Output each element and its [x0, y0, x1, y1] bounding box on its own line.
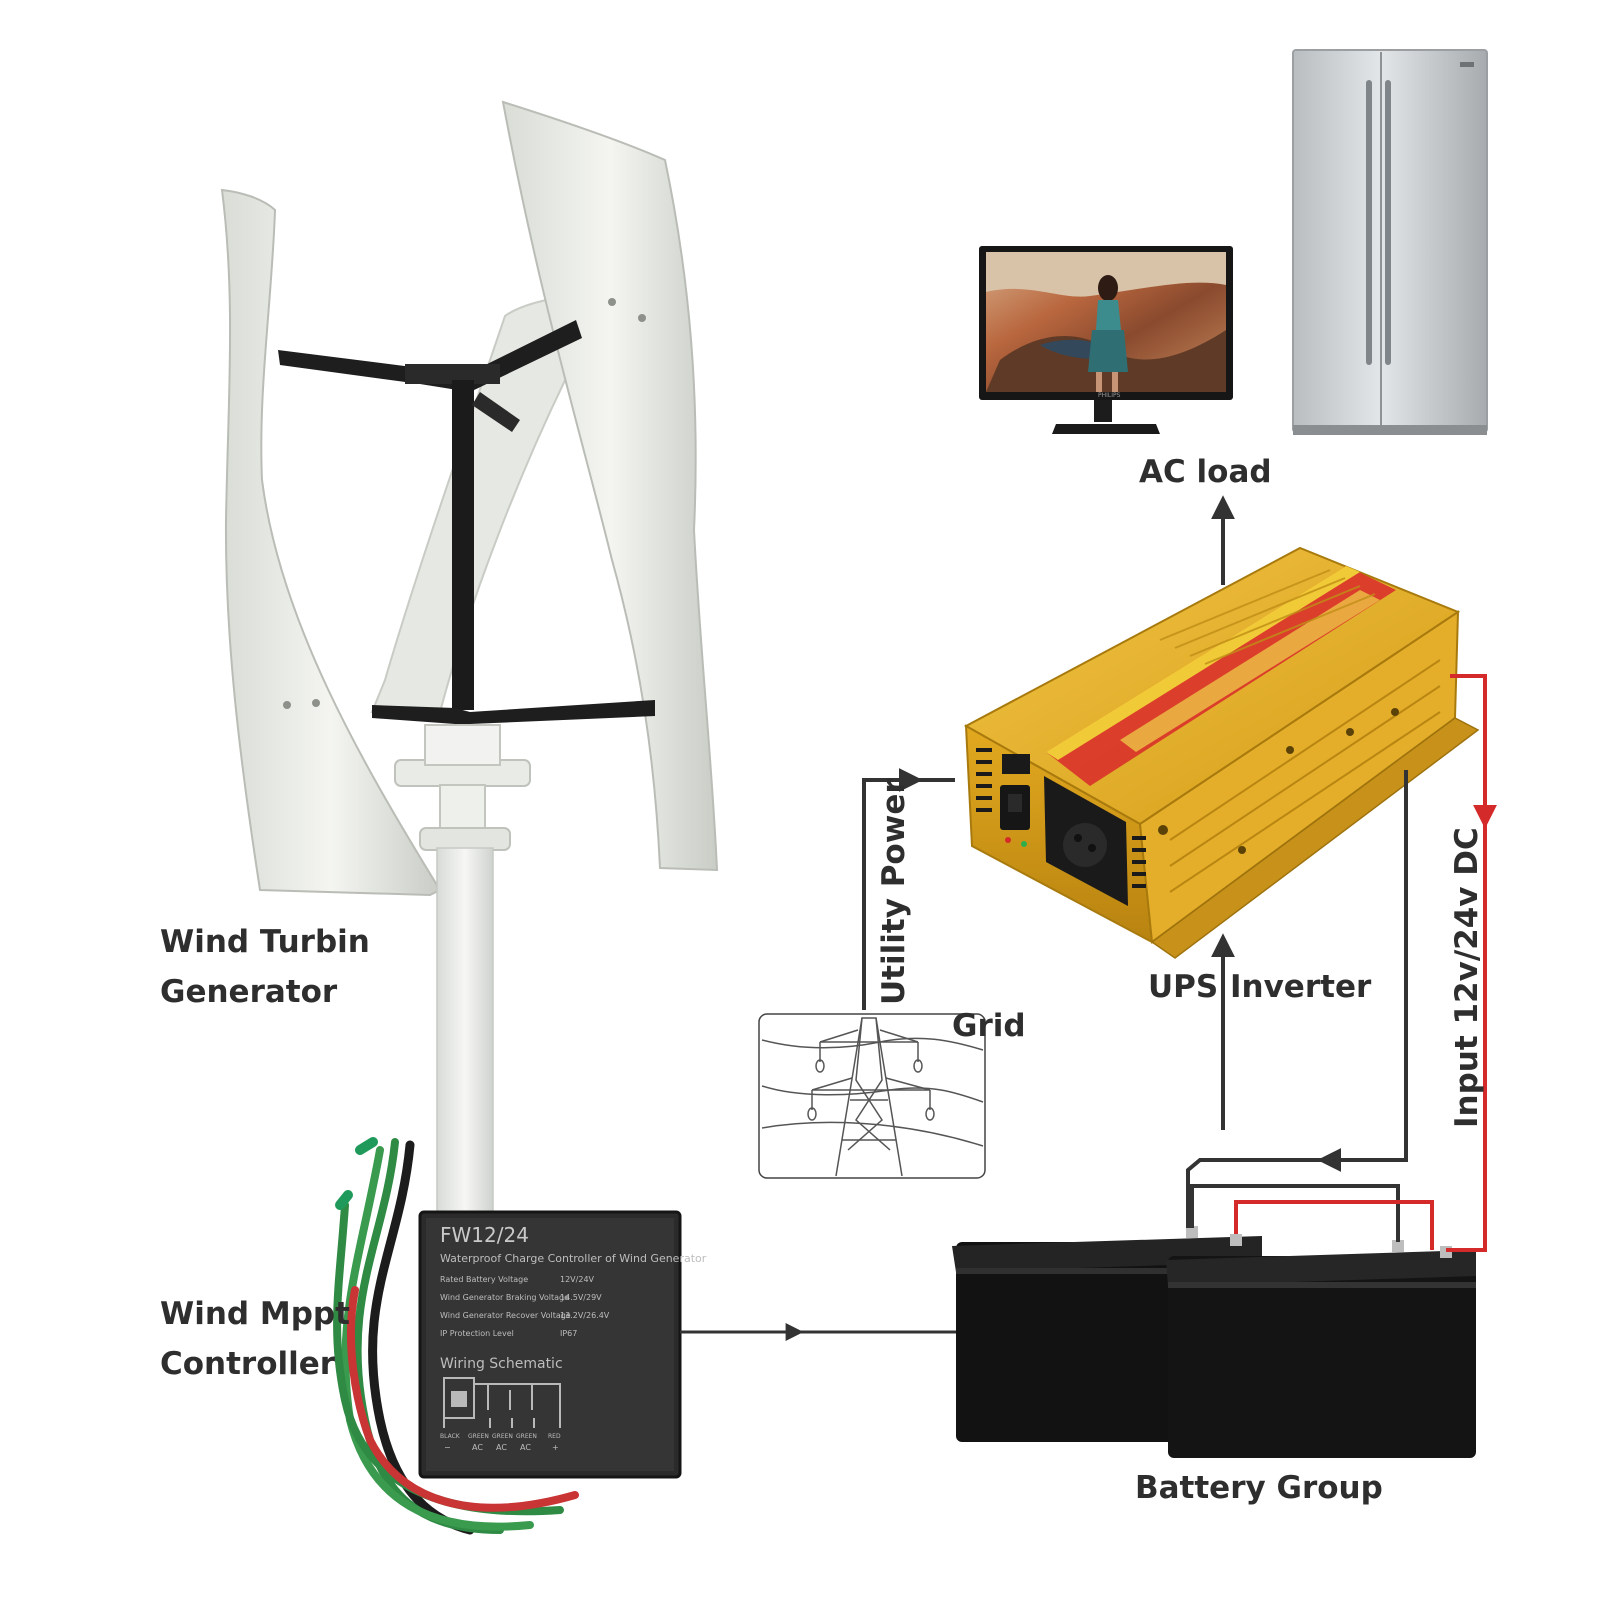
controller-schematic-title: Wiring Schematic — [440, 1356, 563, 1372]
wind-turbine-label: Wind Turbin — [160, 924, 370, 960]
controller-spec-name: Wind Generator Braking Voltage — [440, 1293, 569, 1302]
controller-terminal-name: BLACK — [440, 1433, 461, 1440]
battery-link-red-wire — [1234, 1200, 1434, 1250]
controller-spec-value: IP67 — [560, 1329, 577, 1338]
turbine-pole — [436, 847, 494, 1219]
utility-power-label: Utility Power — [876, 778, 912, 1005]
monitor-brand-text: PHILIPS — [1098, 392, 1121, 399]
controller-terminal-sign: AC — [472, 1443, 483, 1452]
generator-label: Generator — [160, 974, 338, 1010]
wind-mppt-controller-device: FW12/24 Waterproof Charge Controller of … — [418, 1210, 707, 1479]
battery-group-illustration — [952, 1226, 1476, 1458]
battery-group-label: Battery Group — [1135, 1470, 1383, 1506]
refrigerator-illustration — [1292, 49, 1488, 435]
grid-tower-illustration — [758, 1013, 986, 1179]
controller-terminal-sign: AC — [496, 1443, 507, 1452]
utility-power-line — [862, 778, 955, 1010]
controller-terminal-name: GREEN — [516, 1433, 537, 1440]
controller-spec-name: Wind Generator Recover Voltage — [440, 1311, 571, 1320]
input-dc-label: Input 12v/24v DC — [1449, 827, 1485, 1128]
controller-spec-value: 13.2V/26.4V — [560, 1311, 610, 1320]
controller-terminal-sign: − — [444, 1443, 451, 1452]
connection-lines — [680, 495, 1497, 1341]
controller-spec-value: 12V/24V — [560, 1275, 595, 1284]
turbine-shaft — [452, 380, 474, 710]
controller-spec-name: IP Protection Level — [440, 1329, 514, 1338]
controller-terminal-name: RED — [548, 1433, 561, 1440]
controller-terminal-labels: BLACK − GREEN AC GREEN AC GREEN AC RED + — [440, 1433, 561, 1452]
controller-spec-rows: Rated Battery Voltage 12V/24V Wind Generat… — [440, 1275, 610, 1338]
ups-inverter-illustration — [963, 546, 1480, 959]
controller-spec-value: 14.5V/29V — [560, 1293, 602, 1302]
ups-label: UPS — [1148, 969, 1219, 1005]
controller-model-text: FW12/24 — [440, 1223, 529, 1247]
controller-schematic-drawing — [443, 1377, 561, 1428]
controller-terminal-sign: AC — [520, 1443, 531, 1452]
controller-subtitle-text: Waterproof Charge Controller of Wind Gen… — [440, 1252, 707, 1265]
tv-monitor-illustration: PHILIPS — [979, 246, 1233, 434]
controller-wires — [333, 1137, 579, 1535]
controller-label: Controller — [160, 1346, 336, 1382]
ac-load-label: AC load — [1139, 454, 1272, 490]
inverter-label: Inverter — [1230, 969, 1372, 1005]
inverter-negative-wire — [1186, 770, 1408, 1228]
hub-upper — [405, 364, 500, 384]
grid-label: Grid — [952, 1008, 1026, 1044]
controller-terminal-name: GREEN — [468, 1433, 489, 1440]
controller-terminal-name: GREEN — [492, 1433, 513, 1440]
controller-terminal-sign: + — [552, 1443, 559, 1452]
wind-mppt-label: Wind Mppt — [160, 1296, 350, 1332]
wind-turbine-illustration — [220, 100, 719, 1219]
controller-spec-name: Rated Battery Voltage — [440, 1275, 528, 1284]
input-dc-red-wire — [1446, 674, 1487, 1252]
